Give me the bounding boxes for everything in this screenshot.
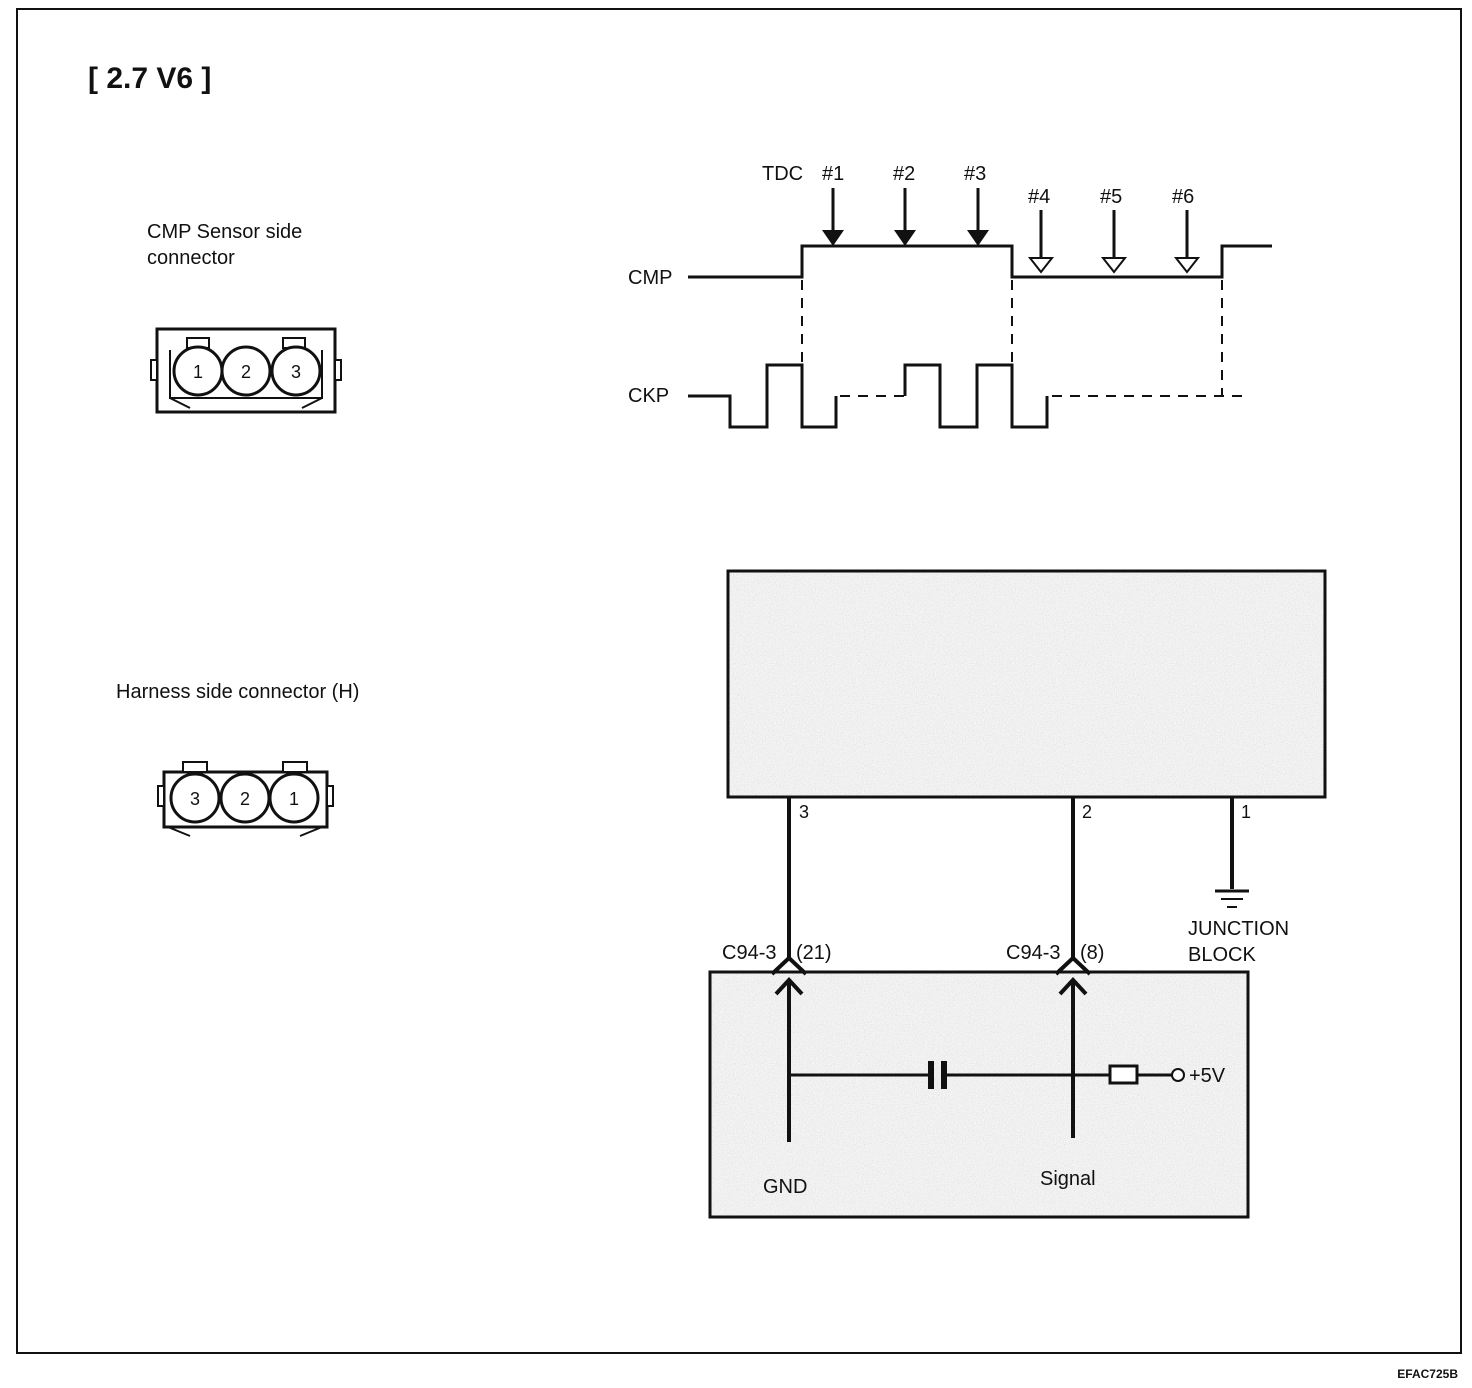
sensor-pin-1: 1	[1241, 802, 1251, 822]
harness-side-connector: 3 2 1	[157, 761, 334, 837]
ckp-signal-label: CKP	[628, 385, 669, 407]
junction-block-label-line2: BLOCK	[1188, 944, 1256, 966]
cmp-pin-1: 1	[193, 362, 203, 382]
junction-block-label-line1: JUNCTION	[1188, 918, 1289, 940]
connector-mark-left	[770, 955, 808, 976]
capacitor	[928, 1061, 947, 1089]
tdc-arrow-2	[894, 188, 916, 246]
ecm-box	[708, 970, 1250, 1219]
supply-label: +5V	[1189, 1065, 1226, 1087]
connector-pin-right: (8)	[1080, 942, 1104, 964]
harness-pin-2: 2	[240, 789, 250, 809]
cylinder-label-3: #3	[964, 163, 986, 185]
tdc-arrow-4	[1027, 210, 1055, 274]
pull-up-resistor	[1108, 1064, 1139, 1085]
cylinder-label-2: #2	[893, 163, 915, 185]
cmp-pin-3: 3	[291, 362, 301, 382]
ground-symbol	[1215, 889, 1249, 908]
harness-pin-1: 1	[289, 789, 299, 809]
tdc-label: TDC	[762, 163, 803, 185]
connector-mark-right	[1054, 955, 1092, 976]
cmp-signal-label: CMP	[628, 267, 672, 289]
cmp-sensor-connector: 1 2 3	[150, 327, 342, 414]
tdc-arrow-1	[822, 188, 844, 246]
sync-guide-lines	[801, 280, 1223, 396]
cylinder-label-1: #1	[822, 163, 844, 185]
harness-connector-label: Harness side connector (H)	[116, 681, 359, 703]
connector-code-left: C94-3	[722, 942, 776, 964]
signal-label: Signal	[1040, 1168, 1096, 1190]
waveform-diagram: TDC #1 #2 #3 #4 #5 #6 CMP CKP	[628, 163, 1272, 429]
cylinder-label-5: #5	[1100, 186, 1122, 208]
tdc-arrow-5	[1100, 210, 1128, 274]
sensor-pin-2: 2	[1082, 802, 1092, 822]
cylinder-label-4: #4	[1028, 186, 1050, 208]
circuit-diagram: 3 2 1 JUNCTION BLOCK C94-3 (21) C94-3 (8…	[708, 569, 1327, 1219]
figure-frame	[16, 8, 1462, 1354]
supply-terminal	[1171, 1068, 1185, 1082]
cmp-connector-label-line2: connector	[147, 247, 235, 269]
tdc-arrow-6	[1173, 210, 1201, 274]
harness-pin-3: 3	[190, 789, 200, 809]
connector-code-right: C94-3	[1006, 942, 1060, 964]
connector-pin-left: (21)	[796, 942, 832, 964]
cmp-connector-label-line1: CMP Sensor side	[147, 221, 302, 243]
tdc-arrow-3	[967, 188, 989, 246]
page-title: [ 2.7 V6 ]	[88, 62, 211, 95]
ckp-waveform	[688, 363, 1245, 429]
figure-code: EFAC725B	[1397, 1367, 1458, 1381]
sensor-pin-3: 3	[799, 802, 809, 822]
cmp-sensor-box	[726, 569, 1327, 799]
cmp-waveform	[688, 244, 1272, 279]
cylinder-label-6: #6	[1172, 186, 1194, 208]
gnd-label: GND	[763, 1176, 807, 1198]
cmp-pin-2: 2	[241, 362, 251, 382]
